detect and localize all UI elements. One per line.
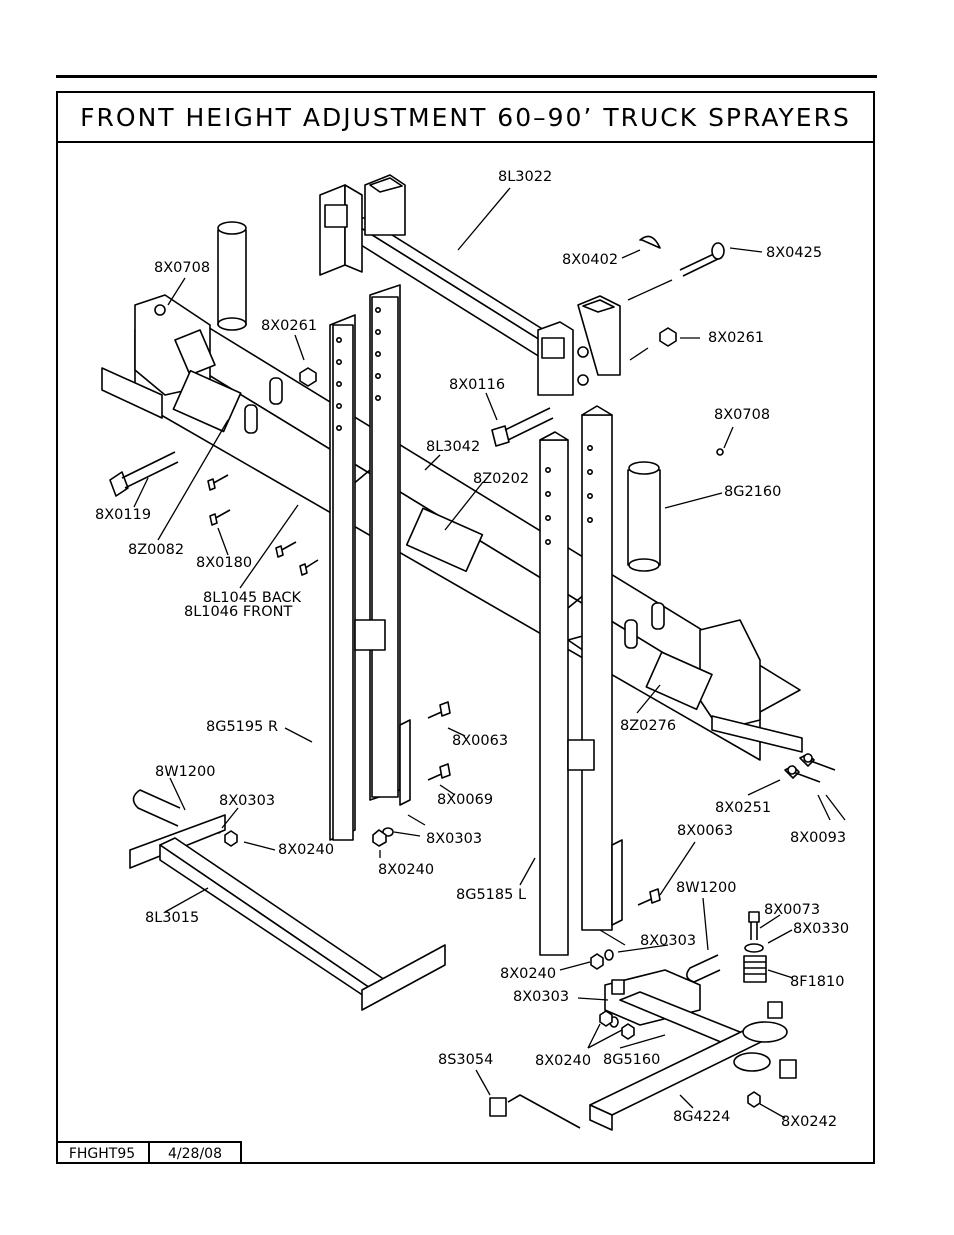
lower-bar-8l3015: [129, 814, 446, 1011]
drawing-frame: FRONT HEIGHT ADJUSTMENT 60–90’ TRUCK SPR…: [56, 91, 875, 1164]
label-8x0261-b: 8X0261: [708, 330, 764, 346]
label-8x0063-b: 8X0063: [677, 823, 733, 839]
label-8w1200-a: 8W1200: [155, 764, 215, 780]
label-8x0251: 8X0251: [715, 800, 771, 816]
label-8l1045: 8L1045 BACK: [203, 590, 302, 606]
label-8x0425: 8X0425: [766, 245, 822, 261]
drawing-date: 4/28/08: [150, 1141, 242, 1164]
label-8x0069: 8X0069: [437, 792, 493, 808]
part-labels: 8L3022 8X0402 8X0425 8X0708 8X0261 8X026…: [95, 169, 849, 1130]
label-8x0261-a: 8X0261: [261, 318, 317, 334]
rear-crossbar-8l3022: [319, 174, 621, 396]
leader-lines: [133, 187, 846, 1119]
label-8x0240-d: 8X0240: [535, 1053, 591, 1069]
label-8x0708-b: 8X0708: [714, 407, 770, 423]
label-8x0303-c: 8X0303: [640, 933, 696, 949]
label-8x0073: 8X0073: [764, 902, 820, 918]
footer-info: FHGHT95 4/28/08: [56, 1141, 242, 1164]
label-8x0330: 8X0330: [793, 921, 849, 937]
label-8x0063-a: 8X0063: [452, 733, 508, 749]
label-8g5160: 8G5160: [603, 1052, 660, 1068]
label-8x0303-d: 8X0303: [513, 989, 569, 1005]
label-8x0303-a: 8X0303: [219, 793, 275, 809]
label-8g5185: 8G5185 L: [456, 887, 526, 903]
label-8l1046: 8L1046 FRONT: [184, 604, 292, 620]
label-8x0093: 8X0093: [790, 830, 846, 846]
lower-front-8g4224: [489, 969, 797, 1131]
upright-8g5195-r: [329, 284, 411, 841]
top-rule: [56, 75, 877, 78]
title-bar: FRONT HEIGHT ADJUSTMENT 60–90’ TRUCK SPR…: [58, 93, 873, 143]
label-8w1200-b: 8W1200: [676, 880, 736, 896]
label-8f1810: 8F1810: [790, 974, 844, 990]
label-8x0402: 8X0402: [562, 252, 618, 268]
label-8z0082: 8Z0082: [128, 542, 184, 558]
drawing-code: FHGHT95: [56, 1141, 150, 1164]
label-8x0303-b: 8X0303: [426, 831, 482, 847]
label-8z0276: 8Z0276: [620, 718, 676, 734]
label-8x0119: 8X0119: [95, 507, 151, 523]
label-8z0202: 8Z0202: [473, 471, 529, 487]
cylinder-8g2160: [217, 221, 661, 572]
main-crossbar-8l3042: [101, 294, 803, 761]
drawing-title: FRONT HEIGHT ADJUSTMENT 60–90’ TRUCK SPR…: [80, 102, 851, 132]
label-8x0240-a: 8X0240: [278, 842, 334, 858]
label-8x0180: 8X0180: [196, 555, 252, 571]
label-8l3022: 8L3022: [498, 169, 552, 185]
upright-8g5185-l: [539, 405, 623, 956]
label-8l3042: 8L3042: [426, 439, 480, 455]
label-8x0708-a: 8X0708: [154, 260, 210, 276]
label-8l3015: 8L3015: [145, 910, 199, 926]
label-8g5195: 8G5195 R: [206, 719, 278, 735]
label-8s3054: 8S3054: [438, 1052, 493, 1068]
label-8x0116: 8X0116: [449, 377, 505, 393]
label-8x0240-c: 8X0240: [500, 966, 556, 982]
hardware: [109, 235, 836, 1108]
label-8x0240-b: 8X0240: [378, 862, 434, 878]
label-8g4224: 8G4224: [673, 1109, 730, 1125]
label-8g2160: 8G2160: [724, 484, 781, 500]
label-8x0242: 8X0242: [781, 1114, 837, 1130]
